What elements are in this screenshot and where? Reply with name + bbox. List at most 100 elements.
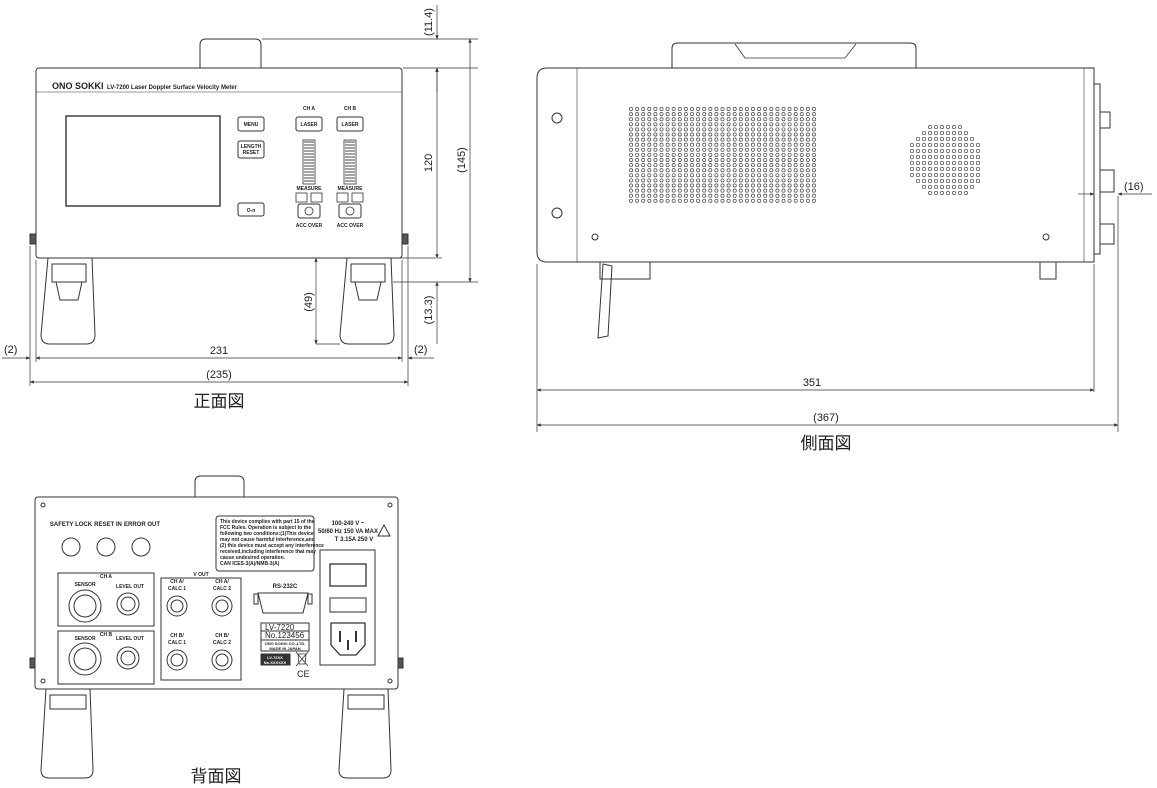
front-view-caption: 正面図	[194, 392, 245, 411]
dim-2-left: (2)	[4, 344, 17, 356]
rs232c-label: RS-232C	[273, 584, 298, 590]
small-label-line-2: No.XXXXXX	[264, 660, 287, 665]
side-view	[536, 42, 1115, 339]
label-serial: No.123456	[265, 631, 305, 640]
front-left-foot	[40, 257, 96, 345]
reset-in-label: RESET IN	[94, 522, 122, 528]
power-line-1: 100-240 V ~	[332, 521, 365, 527]
fcc-line-1: This device complies with part 15 of the	[220, 519, 315, 525]
label-maker-2: MADE IN JAPAN	[269, 646, 300, 651]
chb-level-out-connector	[116, 646, 140, 670]
back-body-outline	[34, 496, 399, 690]
dim-235: (235)	[206, 369, 232, 381]
vout-panel	[160, 577, 242, 681]
label-model: LV-7220	[265, 623, 295, 632]
front-meter-segments	[304, 141, 355, 182]
front-model-title: LV-7200 Laser Doppler Surface Velocity M…	[107, 85, 238, 91]
cha-measure-label: MEASURE	[296, 186, 322, 192]
menu-label: MENU	[244, 122, 259, 128]
weee-bin-icon	[295, 651, 309, 667]
cha-panel	[57, 572, 155, 627]
dim-49: (49)	[303, 292, 315, 312]
power-line-2: 50/60 Hz 150 VA MAX	[318, 529, 378, 535]
fcc-line-8: CAN ICES-3(A)/NMB-3(A)	[220, 561, 280, 567]
dim-16: (16)	[1124, 181, 1144, 193]
chb-panel	[57, 630, 155, 685]
dim-145: (145)	[456, 147, 468, 173]
fcc-line-5: (2) this device must accept any interfer…	[220, 543, 324, 549]
front-dimension-lines	[2, 5, 478, 386]
cha-sensor-connector	[68, 589, 102, 623]
warning-icon	[377, 523, 391, 537]
dim-367: (367)	[813, 412, 839, 424]
vout-a2-label-2: CALC 2	[213, 586, 231, 592]
small-serial-label	[260, 653, 291, 666]
fcc-line-4: may not cause harmful interference,and	[220, 537, 315, 543]
side-vent-grid	[629, 107, 816, 203]
cha-title: CH A	[100, 574, 112, 580]
fcc-notice	[215, 515, 315, 572]
side-dimension-lines	[536, 192, 1152, 432]
vout-b2-label-2: CALC 2	[213, 640, 231, 646]
vout-b2-label-1: CH B/	[215, 633, 229, 639]
reset-label: RESET	[243, 150, 260, 156]
ce-mark: CE	[297, 669, 310, 679]
chb-level-label: LEVEL OUT	[116, 636, 144, 642]
cha-level-out-connector	[116, 592, 140, 616]
label-maker-1: ONO SOKKI CO.,LTD.	[265, 641, 306, 646]
power-inlet	[319, 549, 376, 666]
fcc-line-6: received,including interference that may	[220, 549, 316, 555]
vout-a2-connector	[211, 595, 233, 617]
power-switch	[329, 563, 367, 587]
chb-acc-label: ACC OVER	[337, 223, 364, 229]
vout-b1-label-1: CH B/	[170, 633, 184, 639]
cha-acc-button	[297, 203, 321, 219]
length-reset-button	[237, 140, 265, 159]
cha-label: CH A	[303, 106, 315, 112]
vout-title: V OUT	[193, 572, 208, 578]
product-label	[260, 622, 310, 652]
error-out-label: ERROR OUT	[124, 522, 160, 528]
ac-socket	[330, 622, 366, 656]
chb-sensor-label: SENSOR	[74, 636, 96, 642]
side-body-outline	[536, 67, 1095, 263]
front-view	[29, 38, 409, 345]
key-label: O-n	[247, 208, 256, 214]
cha-acc-label: ACC OVER	[296, 223, 323, 229]
fuse-holder	[329, 597, 367, 613]
length-label: LENGTH	[241, 144, 262, 150]
safety-lock-connector	[61, 537, 81, 557]
back-top-handle	[194, 475, 245, 497]
vout-b2-connector	[211, 649, 233, 671]
back-view	[29, 475, 404, 779]
back-right-foot	[338, 688, 392, 779]
back-view-caption: 背面図	[191, 767, 242, 786]
side-front-foot	[599, 261, 651, 280]
side-handle	[671, 42, 917, 68]
side-rear-foot	[1039, 261, 1057, 280]
front-body-outline	[35, 67, 403, 259]
cha-sensor-label: SENSOR	[74, 582, 96, 588]
chb-sensor-connector	[68, 642, 102, 676]
side-tilt-leg	[597, 263, 613, 339]
front-top-handle	[199, 38, 262, 68]
fcc-line-2: FCC Rules. Operation is subject to the	[220, 525, 311, 531]
reset-in-connector	[96, 537, 116, 557]
dim-2-right: (2)	[414, 344, 427, 356]
fcc-line-3: following two conditions:(1)This device	[220, 531, 314, 537]
vout-b1-connector	[166, 649, 188, 671]
error-out-connector	[131, 537, 151, 557]
vout-a2-label-1: CH A/	[215, 579, 229, 585]
front-display	[65, 115, 221, 207]
dim-11-4: (11.4)	[423, 8, 435, 36]
chb-acc-button	[338, 203, 362, 219]
cha-laser-label: LASER	[301, 122, 318, 128]
power-fuse: T 3.15A 250 V	[335, 537, 373, 543]
vout-a1-label-1: CH A/	[170, 579, 184, 585]
chb-laser-label: LASER	[342, 122, 359, 128]
dim-231: 231	[210, 345, 228, 357]
cha-laser-button	[295, 116, 323, 132]
back-left-foot	[40, 688, 94, 779]
key-button	[237, 202, 265, 217]
chb-level-meter	[343, 139, 357, 185]
